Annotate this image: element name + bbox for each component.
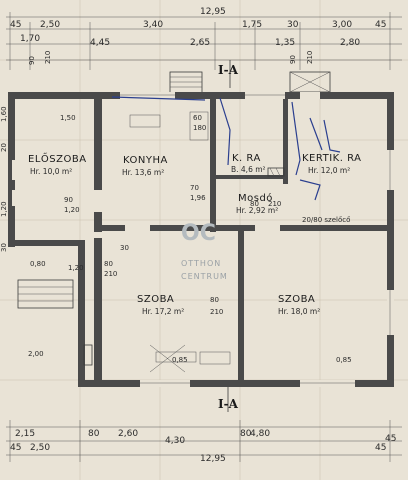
room-name-szoba-2: SZOBA bbox=[278, 294, 315, 305]
top-small-4: 210 bbox=[306, 51, 314, 64]
left-dim-3: 1,20 bbox=[0, 201, 8, 217]
left-dim-2: 20 bbox=[0, 143, 8, 152]
top-total-dim: 12,95 bbox=[200, 7, 226, 17]
bottom-dim-5: 4,80 bbox=[250, 429, 270, 439]
misc-dim-70: 70 bbox=[190, 184, 199, 192]
cross-mark-2 bbox=[149, 344, 186, 373]
left-dim-5: 2,00 bbox=[28, 350, 44, 358]
bottom-dim-1: 2,15 bbox=[15, 429, 35, 439]
misc-dim-90: 90 bbox=[64, 196, 73, 204]
top-small-2: 210 bbox=[44, 51, 52, 64]
entry-stairs-top-right bbox=[289, 71, 331, 93]
misc-dim-085b: 0,85 bbox=[336, 356, 352, 364]
room-area-szoba-2: Hr. 18,0 m² bbox=[278, 307, 320, 316]
misc-dim-120b: 1,20 bbox=[68, 264, 84, 272]
top-dim-1: 45 bbox=[10, 20, 21, 30]
inner-walls bbox=[94, 92, 392, 381]
room-name-konyha: KONYHA bbox=[123, 155, 168, 166]
bottom-dim-7: 45 bbox=[10, 443, 21, 453]
top-dim-7: 45 bbox=[375, 20, 386, 30]
top-dimension-lines bbox=[6, 12, 402, 70]
small-pillar bbox=[83, 344, 93, 366]
kitchen-cabinet bbox=[189, 111, 209, 141]
misc-dim-szelozo: 20/80 szelőcő bbox=[302, 215, 350, 224]
misc-dim-210c: 210 bbox=[268, 200, 281, 208]
room-name-szoba-1: SZOBA bbox=[137, 294, 174, 305]
top-dim-2: 2,50 bbox=[40, 20, 60, 30]
top-small-1: 90 bbox=[28, 56, 36, 65]
left-dim-1: 1,60 bbox=[0, 106, 8, 122]
watermark-line1: OTTHON bbox=[181, 259, 221, 268]
room-area-kertikamra: Hr. 12,0 m² bbox=[308, 166, 350, 175]
blue-pen-marks bbox=[111, 96, 341, 201]
section-label-top: I-A bbox=[218, 63, 239, 77]
watermark-line2: CENTRUM bbox=[181, 272, 228, 281]
hatched-chimney bbox=[267, 167, 285, 177]
bottom-dim-4: 80 bbox=[240, 429, 252, 439]
bottom-dim-8: 2,50 bbox=[30, 443, 50, 453]
top-dim-12: 2,80 bbox=[340, 38, 360, 48]
misc-dim-80c: 80 bbox=[250, 200, 259, 208]
top-dim-11: 1,35 bbox=[275, 38, 295, 48]
misc-dim-120: 1,20 bbox=[64, 206, 80, 214]
watermark: OC OTTHON CENTRUM bbox=[181, 221, 228, 281]
room-area-szoba-1: Hr. 17,2 m² bbox=[142, 307, 184, 316]
room-area-kamra: B. 4,6 m² bbox=[231, 165, 266, 174]
bottom-dimension-lines bbox=[6, 420, 402, 462]
top-dim-4: 1,75 bbox=[242, 20, 262, 30]
outer-walls bbox=[8, 92, 394, 387]
section-mark-top: I-A bbox=[218, 60, 239, 88]
misc-dim-085a: 0,85 bbox=[172, 356, 188, 364]
bottom-dim-6: 45 bbox=[385, 434, 396, 444]
room-area-eloszoba: Hr. 10,0 m² bbox=[30, 167, 72, 176]
section-label-bottom: I-A bbox=[218, 397, 239, 411]
misc-dim-80b: 80 bbox=[104, 260, 113, 268]
section-mark-bottom: I-A bbox=[218, 387, 239, 412]
watermark-logo: OC bbox=[181, 221, 216, 246]
openings bbox=[12, 92, 394, 387]
bottom-dim-10: 45 bbox=[375, 443, 386, 453]
room-name-kertikamra: KERTIK. RA bbox=[302, 153, 361, 164]
room-name-eloszoba: ELŐSZOBA bbox=[28, 151, 87, 165]
top-dim-3: 3,40 bbox=[143, 20, 163, 30]
top-dim-8: 1,70 bbox=[20, 34, 40, 44]
top-dim-5: 30 bbox=[287, 20, 299, 30]
radiator-mid bbox=[199, 351, 231, 365]
misc-dim-180: 180 bbox=[193, 124, 206, 132]
misc-dim-30: 30 bbox=[120, 244, 129, 252]
bottom-dim-3: 2,60 bbox=[118, 429, 138, 439]
top-dim-6: 3,00 bbox=[332, 20, 352, 30]
misc-dim-150: 1,50 bbox=[60, 114, 76, 122]
misc-dim-60: 60 bbox=[193, 114, 202, 122]
top-small-3: 90 bbox=[289, 55, 297, 64]
bottom-total-dim: 12,95 bbox=[200, 454, 226, 464]
misc-dim-80a: 80 bbox=[210, 296, 219, 304]
bottom-dim-2: 80 bbox=[88, 429, 100, 439]
bottom-dim-9: 4,30 bbox=[165, 436, 185, 446]
kitchen-stove bbox=[129, 114, 161, 128]
misc-dim-080: 0,80 bbox=[30, 260, 46, 268]
misc-dim-210b: 210 bbox=[104, 270, 117, 278]
entry-stairs-top-left bbox=[169, 71, 203, 95]
top-dim-9: 4,45 bbox=[90, 38, 110, 48]
left-dim-4: 30 bbox=[0, 243, 8, 252]
misc-dim-196: 1,96 bbox=[190, 194, 206, 202]
top-dim-10: 2,65 bbox=[190, 38, 210, 48]
room-name-kamra: K. RA bbox=[232, 153, 261, 164]
room-area-mosdo: Hr. 2,92 m² bbox=[236, 206, 278, 215]
misc-dim-210a: 210 bbox=[210, 308, 223, 316]
room-name-mosdo: Mosdó bbox=[238, 192, 273, 204]
room-area-konyha: Hr. 13,6 m² bbox=[122, 168, 164, 177]
entry-stairs-left bbox=[17, 279, 74, 309]
